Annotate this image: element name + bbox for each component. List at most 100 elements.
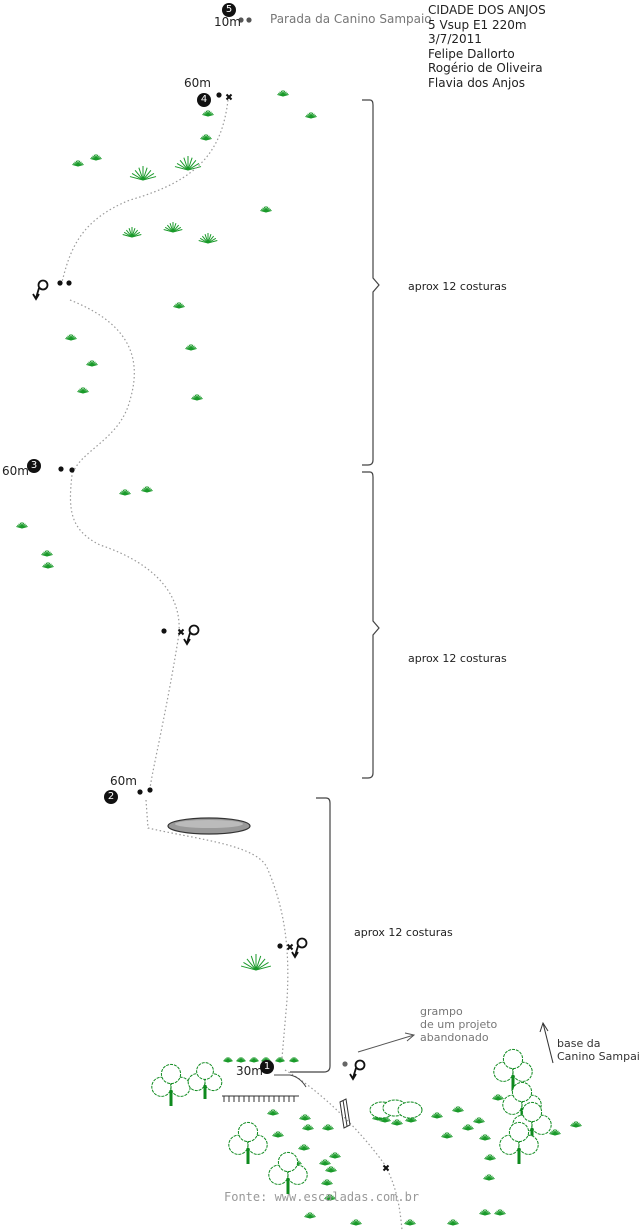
belay-1-length: 30m [236,1064,263,1078]
grass-tuft-icon [391,1119,403,1126]
tree-icon [499,1121,539,1164]
grass-tuft-icon [324,1194,336,1201]
grass-tuft-icon [191,394,203,401]
tree-icon [187,1062,223,1099]
grass-tuft-icon [275,1057,285,1063]
piton-x-icon [286,943,294,951]
route-grade: 5 Vsup E1 220m [428,17,527,32]
route-name: CIDADE DOS ANJOS [428,3,546,17]
base-note: base da Canino Sampaio [557,1037,640,1063]
section-label: aprox 12 costuras [354,926,453,939]
grass-tuft-icon [302,1124,314,1131]
grass-tuft-icon [447,1219,459,1226]
grass-tuft-icon [173,302,185,309]
grass-tuft-icon [129,166,157,181]
grass-tuft-icon [240,954,272,971]
rappel-ring-icon [183,624,200,646]
grass-tuft-icon [65,334,77,341]
grass-tuft-icon [77,387,89,394]
piton-x-icon [177,628,185,636]
grass-tuft-icon [549,1129,561,1136]
grass-tuft-icon [319,1159,331,1166]
tree-icon [268,1151,308,1194]
grass-tuft-icon [119,489,131,496]
tree-icon [228,1121,268,1164]
bolt-icon [58,466,64,472]
grass-tuft-icon [299,1114,311,1121]
rappel-ring-icon [32,279,49,301]
belay-4-length: 60m [184,76,211,90]
bolt-icon [57,280,63,286]
grass-tuft-icon [42,562,54,569]
tree-icon [151,1063,191,1106]
abandoned-bolt-note: grampo de um projeto abandonado [420,1005,498,1044]
belay-3-badge: 3 [27,459,41,473]
belay-4-badge: 4 [197,93,211,107]
grass-tuft-icon [322,1124,334,1131]
bolt-icon [66,280,72,286]
bolt-icon [69,467,75,473]
trees-layer [151,1048,552,1194]
grass-tuft-icon [122,227,142,238]
grass-tuft-icon [72,160,84,167]
bolt-icon [342,1061,348,1067]
grass-tuft-icon [236,1057,246,1063]
grass-tuft-icon [185,344,197,351]
belay-2-badge: 2 [104,790,118,804]
grass-tuft-icon [41,550,53,557]
belay-2-length: 60m [110,774,137,788]
bolt-icon [246,17,252,23]
belay-5-badge: 5 [222,3,236,17]
grass-tuft-icon [350,1219,362,1226]
grass-tuft-icon [223,1057,233,1063]
grass-tuft-icon [305,112,317,119]
grass-tuft-icon [202,110,214,117]
bolt-icon [161,628,167,634]
grass-tuft-icon [570,1121,582,1128]
grass-tuft-icon [441,1132,453,1139]
grass-tuft-icon [86,360,98,367]
grass-tuft-icon [492,1094,504,1101]
base-arrow [542,1022,554,1064]
rappel-ring-icon [291,937,308,959]
grass-tuft-icon [484,1154,496,1161]
bush-icon [397,1101,423,1119]
bolt-icon [137,789,143,795]
rappel-ring-icon [349,1059,366,1081]
start-curve [274,1074,307,1088]
piton-x-icon [225,93,233,101]
grass-tuft-icon [289,1057,299,1063]
grass-tuft-icon [483,1174,495,1181]
grass-tuft-icon [267,1109,279,1116]
route-date: 3/7/2011 [428,32,482,46]
grass-tuft-icon [249,1057,259,1063]
source-credit: Fonte: www.escaladas.com.br [224,1190,420,1204]
climber: Felipe Dallorto [428,46,515,61]
grass-tuft-icon [321,1179,333,1186]
flake [339,1098,351,1129]
grass-tuft-icon [304,1212,316,1219]
grass-tuft-icon [200,134,212,141]
grass-tuft-icon [479,1134,491,1141]
grass-tuft-icon [198,233,218,244]
bolt-icon [238,17,244,23]
bolt-icon [147,787,153,793]
piton-x-icon [382,1164,390,1172]
belay-3-length: 60m [2,464,29,478]
bolt-icon [216,92,222,98]
annotation-arrow [357,1034,415,1053]
grass-tuft-icon [494,1209,506,1216]
grass-tuft-icon [272,1131,284,1138]
grass-tuft-icon [462,1124,474,1131]
grass-tuft-icon [479,1209,491,1216]
grass-tuft-icon [473,1117,485,1124]
section-bracket [290,797,331,1073]
section-bracket [362,99,380,466]
grass-tuft-icon [163,222,183,233]
belay-1-badge: 1 [260,1060,274,1074]
grass-tuft-icon [16,522,28,529]
grass-tuft-icon [431,1112,443,1119]
belay-5-note: Parada da Canino Sampaio [270,12,432,26]
climber: Flavia dos Anjos [428,75,525,90]
